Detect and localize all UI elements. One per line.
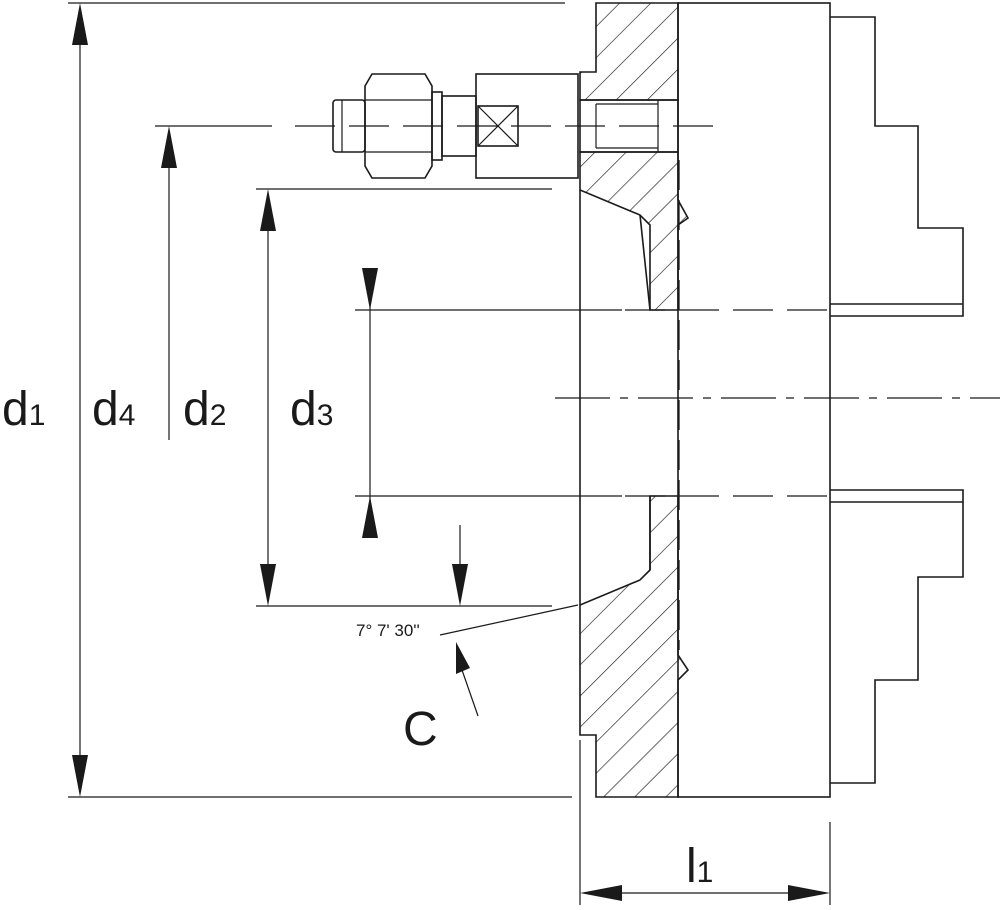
dimension-d2: [260, 189, 276, 606]
label-d1-main: d: [2, 383, 29, 436]
label-d4-sub: 4: [119, 399, 136, 432]
label-angle: 7° 7' 30'': [356, 621, 420, 640]
label-d1-sub: 1: [29, 399, 46, 432]
label-d4: d4: [92, 383, 135, 436]
label-d3-main: d: [290, 383, 317, 436]
label-l1-main: l: [686, 840, 697, 893]
dimension-d3: [355, 268, 622, 538]
label-d2-sub: 2: [210, 399, 227, 432]
dimension-l1: [580, 885, 830, 901]
svg-text:d1: d1: [2, 383, 45, 436]
label-l1: l1: [686, 840, 713, 893]
label-d2: d2: [183, 383, 226, 436]
label-d3: d3: [290, 383, 333, 436]
chuck-main-body: [677, 2, 831, 798]
label-d4-main: d: [92, 383, 119, 436]
svg-text:l1: l1: [686, 840, 713, 893]
extension-lines: [68, 2, 831, 905]
dimension-c-marker: [452, 525, 468, 606]
bolt-assembly: [332, 73, 679, 179]
label-c: C: [403, 703, 438, 756]
angle-leader: [439, 604, 579, 717]
svg-text:d2: d2: [183, 383, 226, 436]
svg-text:d3: d3: [290, 383, 333, 436]
dimension-d1: [72, 3, 88, 797]
lower-jaw: [830, 489, 964, 784]
label-d2-main: d: [183, 383, 210, 436]
label-d3-sub: 3: [317, 399, 334, 432]
label-d1: d1: [2, 383, 45, 436]
svg-text:d4: d4: [92, 383, 135, 436]
label-l1-sub: 1: [697, 856, 714, 889]
upper-jaw: [830, 16, 964, 317]
dimension-d4: [161, 126, 177, 440]
